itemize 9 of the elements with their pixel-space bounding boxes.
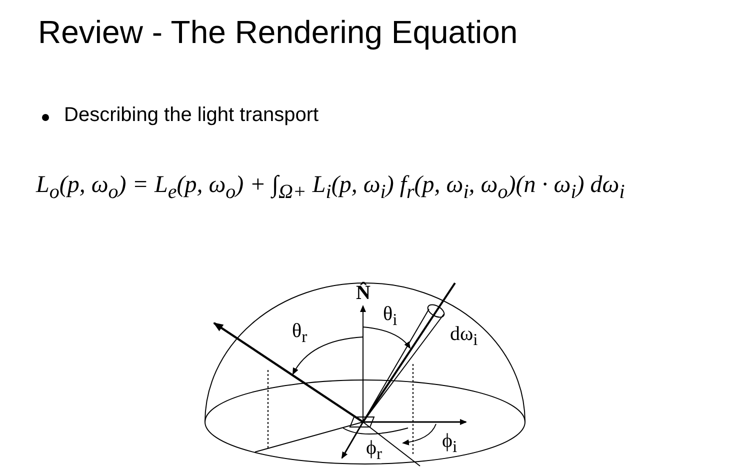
angle-label: θ$_{r}$ — [292, 320, 308, 347]
angle-label: ϕ$_{r}$ — [366, 437, 382, 464]
equation: L$_{o}$(p, ω$_{o}$) = L$_{e}$(p, ω$_{o}$) + ∫$_{Ω+}$ L$_{i}$(p, ω$_{i}$) f$_{r}$(p, ω$_{i}$, ω$_{o}$)(n · ω$_{i}$) dω$_{i}$ — [36, 172, 625, 204]
slide-title: Review - The Rendering Equation — [38, 14, 518, 51]
angle-label: θ$_{i}$ — [383, 303, 398, 330]
solid-angle-label: dω$_{i}$ — [450, 323, 478, 350]
bullet-text: Describing the light transport — [64, 104, 319, 127]
angle-label: ϕ$_{i}$ — [442, 430, 458, 457]
normal-label: N̂ — [356, 282, 370, 305]
